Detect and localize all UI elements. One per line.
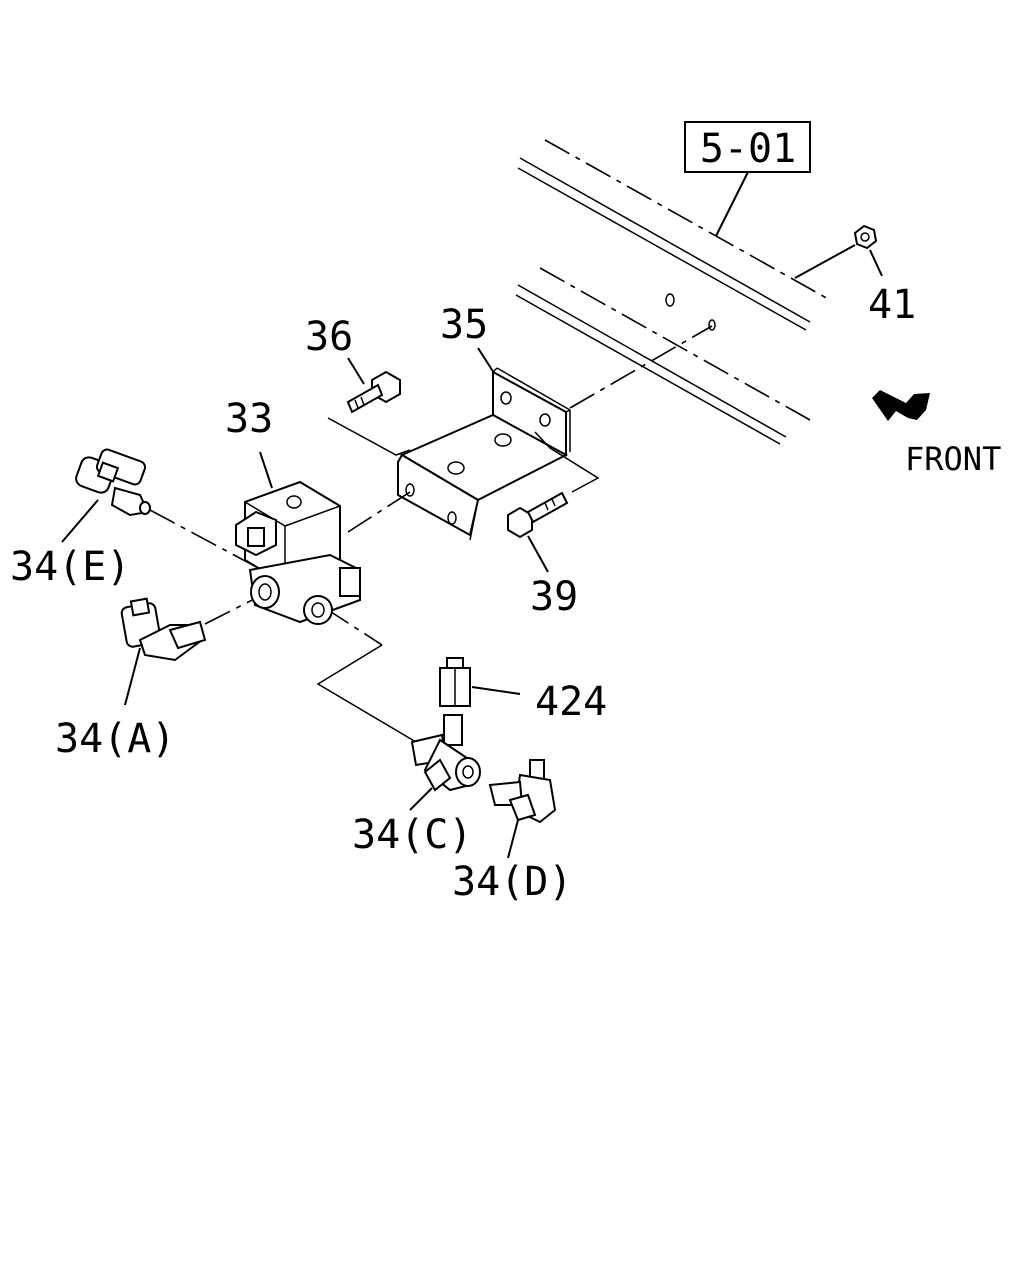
fitting-34D: 34(D) [452,759,572,905]
callout-33: 33 [225,396,273,442]
callout-424: 424 [535,679,607,725]
fitting-34C: 34(C) [352,714,481,858]
callout-36: 36 [305,314,353,360]
front-arrow: FRONT [872,390,1001,478]
valve-33: 33 [225,396,361,625]
fitting-424: 424 [439,657,607,725]
front-label: FRONT [905,440,1001,478]
callout-35: 35 [440,302,488,348]
callout-34A: 34(A) [55,716,175,762]
bracket-35: 35 [397,302,571,541]
ref-box-5-01: 5-01 [684,121,811,237]
fitting-34A: 34(A) [55,597,207,762]
alignment-lines [149,325,713,743]
callout-41: 41 [868,282,916,328]
frame-rail [515,139,831,445]
callout-34D: 34(D) [452,859,572,905]
callout-34E: 34(E) [10,544,130,590]
callout-34C: 34(C) [352,812,472,858]
bolt-39: 39 [507,431,600,620]
callout-39: 39 [530,574,578,620]
bolt-36: 36 [305,314,411,456]
ref-box-label: 5-01 [700,126,796,172]
nut-41: 41 [794,224,916,328]
fitting-34E: 34(E) [10,448,151,590]
